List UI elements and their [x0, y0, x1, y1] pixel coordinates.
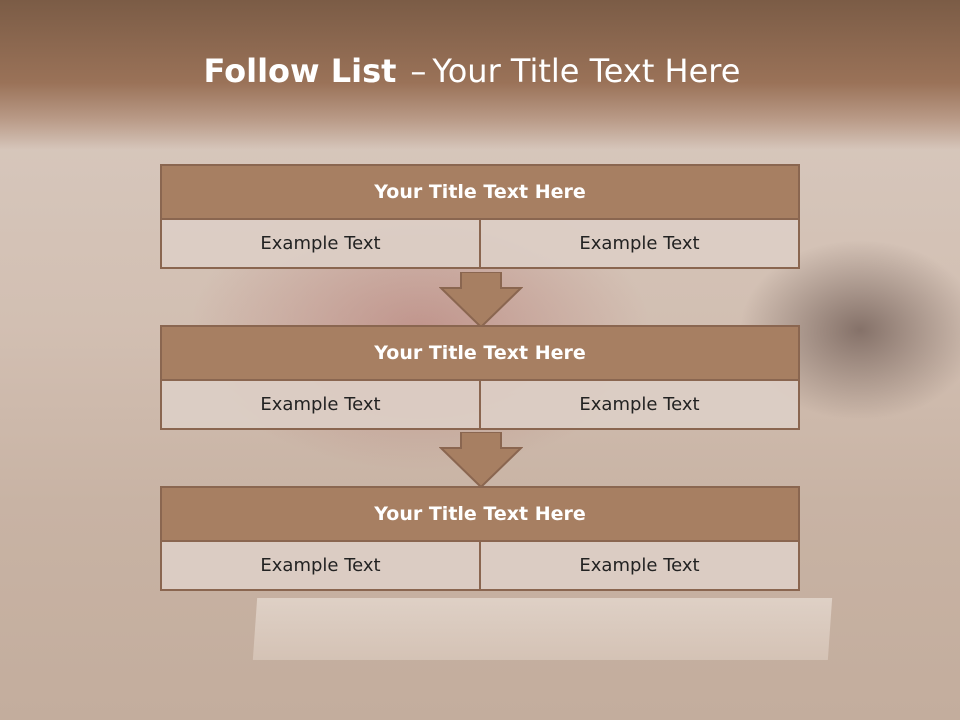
title-band [0, 0, 960, 150]
block-cell-left: Example Text [162, 220, 479, 267]
slide-title: Follow List–Your Title Text Here [0, 52, 944, 90]
block-row: Example Text Example Text [160, 220, 800, 269]
slide-title-separator: – [410, 52, 427, 90]
slide-title-bold: Follow List [203, 52, 397, 90]
down-arrow-1 [439, 272, 523, 328]
list-block-3: Your Title Text Here Example Text Exampl… [160, 486, 800, 591]
block-row: Example Text Example Text [160, 542, 800, 591]
block-title: Your Title Text Here [160, 486, 800, 542]
slide-title-rest: Your Title Text Here [432, 52, 741, 90]
block-cell-right: Example Text [479, 542, 798, 589]
block-row: Example Text Example Text [160, 381, 800, 430]
list-block-2: Your Title Text Here Example Text Exampl… [160, 325, 800, 430]
block-cell-right: Example Text [479, 220, 798, 267]
block-title: Your Title Text Here [160, 325, 800, 381]
down-arrow-2 [439, 432, 523, 488]
list-block-1: Your Title Text Here Example Text Exampl… [160, 164, 800, 269]
block-cell-left: Example Text [162, 381, 479, 428]
block-title: Your Title Text Here [160, 164, 800, 220]
block-cell-left: Example Text [162, 542, 479, 589]
block-cell-right: Example Text [479, 381, 798, 428]
home-plate-shape [252, 598, 833, 660]
